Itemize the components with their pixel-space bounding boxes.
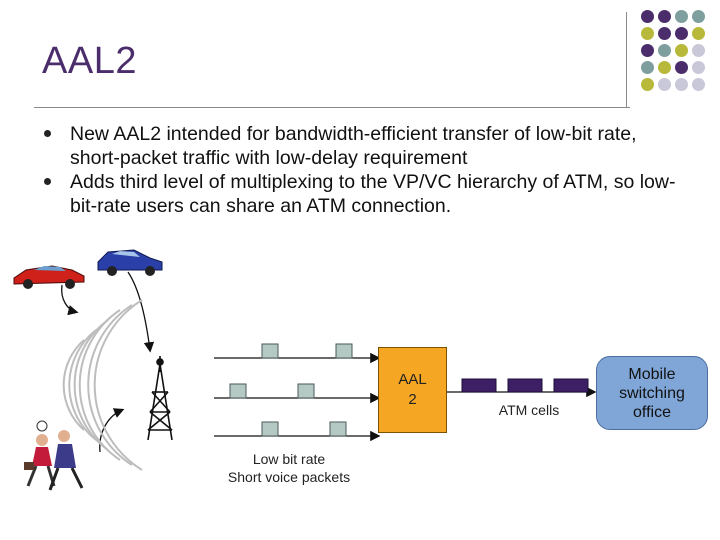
red-car-icon	[14, 266, 84, 289]
atm-cells-label: ATM cells	[484, 402, 574, 418]
aal-label: AAL	[398, 370, 426, 390]
atm-cell	[462, 379, 496, 392]
msc-label-line: office	[619, 403, 685, 422]
atm-cell	[554, 379, 588, 392]
blue-car-icon	[98, 250, 162, 276]
radio-waves-icon	[64, 300, 142, 470]
low-bit-rate-label: Low bit rate Short voice packets	[214, 450, 364, 486]
antenna-tower-icon	[148, 356, 172, 440]
mobile-switching-office-box: Mobile switching office	[596, 356, 708, 430]
aal2-multiplexer-box: AAL 2	[378, 347, 447, 433]
voice-packet	[336, 344, 352, 358]
blue-car-arrow	[128, 272, 150, 350]
msc-label-line: Mobile	[619, 365, 685, 384]
atm-cell	[508, 379, 542, 392]
atm-cells	[462, 379, 588, 392]
red-car-arrow	[62, 285, 76, 312]
voice-packet	[298, 384, 314, 398]
voice-packet	[330, 422, 346, 436]
running-people-icon	[24, 421, 82, 490]
msc-label-line: switching	[619, 384, 685, 403]
short-voice-packets-line: Short voice packets	[214, 468, 364, 486]
aal-number-label: 2	[408, 390, 416, 410]
voice-packet	[262, 422, 278, 436]
voice-packet	[262, 344, 278, 358]
voice-packet	[230, 384, 246, 398]
low-bit-rate-line: Low bit rate	[214, 450, 364, 468]
